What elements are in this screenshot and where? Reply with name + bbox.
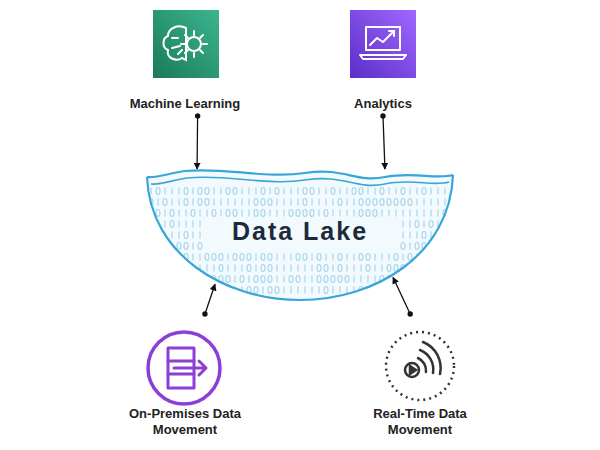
laptop-chart-symbol: [360, 27, 406, 59]
on-premises-icon: [148, 332, 220, 404]
lake-surface-inner: [151, 177, 449, 185]
connector-arrow: [196, 116, 198, 169]
icon-node: Real-Time Data Movement: [350, 314, 490, 442]
ml-icon-bg: [153, 10, 219, 78]
binary-texture: [149, 188, 447, 294]
icon-caption: Machine Learning: [115, 96, 255, 112]
icon-node: On-Premises Data Movement: [110, 314, 260, 442]
brain-gear-symbol: [164, 26, 208, 60]
connector-arrow: [383, 116, 385, 169]
dotted-ring: [386, 332, 454, 400]
lake-water: [147, 170, 453, 300]
icon-caption: Real-Time Data Movement: [350, 406, 490, 438]
real-time-icon: [386, 332, 454, 400]
analytics-icon-bg: [350, 10, 416, 78]
icon-caption: On-Premises Data Movement: [110, 406, 260, 438]
lake-title: Data Lake: [232, 217, 368, 246]
lake-shape: Data Lake: [145, 165, 455, 302]
icon-node: Machine Learning: [115, 8, 255, 116]
connector-arrow: [393, 277, 410, 314]
connector-arrow: [205, 284, 215, 314]
ml-icon: [153, 10, 219, 78]
analytics-icon: [350, 10, 416, 78]
icon-ring: [148, 332, 220, 404]
lake-bowl: [147, 175, 453, 300]
transfer-symbol: [168, 348, 206, 388]
icon-caption: Analytics: [318, 96, 448, 112]
stream-symbol: [405, 342, 441, 377]
icon-node: Analytics: [318, 8, 448, 116]
